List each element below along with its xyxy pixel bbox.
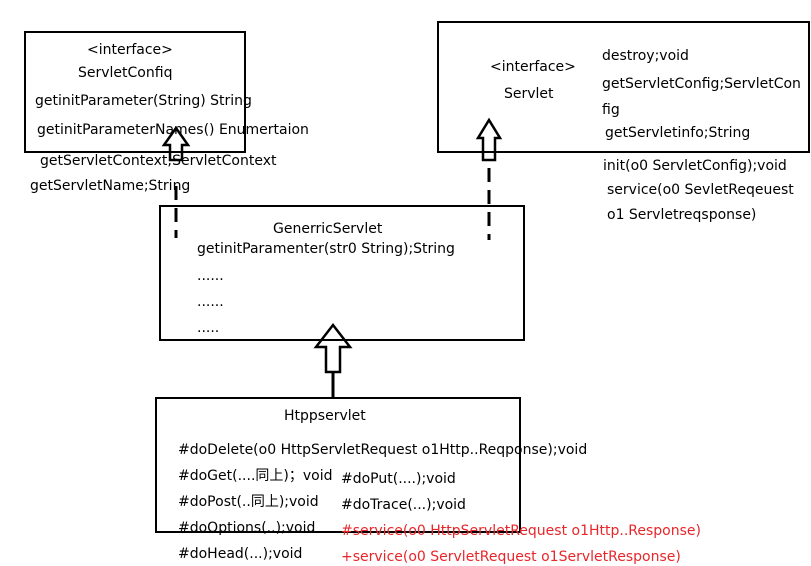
servlet-method: o1 Servletreqsponse) xyxy=(607,207,757,223)
httpservlet-method: #doHead(...);void xyxy=(178,546,303,562)
servlet-method: getServletinfo;String xyxy=(605,125,751,141)
servlet-stereotype: <interface> xyxy=(490,59,576,75)
httpservlet-method: #doGet(....同上)；void xyxy=(178,468,333,484)
servletconfig-method: getServletName;String xyxy=(30,178,191,194)
genericservlet-title: GenerricServlet xyxy=(273,221,383,237)
genericservlet-method: ...... xyxy=(197,268,224,284)
servletconfig-stereotype: <interface> xyxy=(87,42,173,58)
httpservlet-method: #doDelete(o0 HttpServletRequest o1Http..… xyxy=(178,442,588,458)
servlet-method: init(o0 ServletConfig);void xyxy=(603,158,787,174)
realization-arrowhead-servlet xyxy=(475,117,503,162)
servletconfig-method: getinitParameter(String) String xyxy=(35,93,252,109)
servlet-method: fig xyxy=(602,102,620,118)
genericservlet-method: getinitParamenter(str0 String);String xyxy=(197,241,455,257)
servlet-method: destroy;void xyxy=(602,48,689,64)
servletconfig-title: ServletConfiq xyxy=(78,65,173,81)
httpservlet-box xyxy=(155,397,521,533)
genericservlet-method: ..... xyxy=(197,320,220,336)
httpservlet-method-highlight: #service(o0 HttpServletRequest o1Http..R… xyxy=(341,523,701,539)
httpservlet-method: #doTrace(...);void xyxy=(341,497,466,513)
servlet-box xyxy=(437,21,810,153)
httpservlet-method: #doPost(..同上);void xyxy=(178,494,319,510)
httpservlet-method: #doOptions(..);void xyxy=(178,520,316,536)
httpservlet-method: #doPut(....);void xyxy=(341,471,456,487)
servlet-title: Servlet xyxy=(504,86,554,102)
httpservlet-title: Htppservlet xyxy=(284,408,366,424)
servlet-method: getServletConfig;ServletCon xyxy=(602,76,801,92)
servletconfig-box xyxy=(24,31,246,153)
servlet-method: service(o0 SevletReqeuest xyxy=(607,182,794,198)
httpservlet-method-highlight: +service(o0 ServletRequest o1ServletResp… xyxy=(341,549,681,565)
servletconfig-method: getServletContext;ServletContext xyxy=(40,153,277,169)
servletconfig-method: getinitParameterNames() Enumertaion xyxy=(37,122,309,138)
inheritance-arrowhead xyxy=(313,322,353,374)
genericservlet-method: ...... xyxy=(197,294,224,310)
genericservlet-box xyxy=(159,205,525,341)
